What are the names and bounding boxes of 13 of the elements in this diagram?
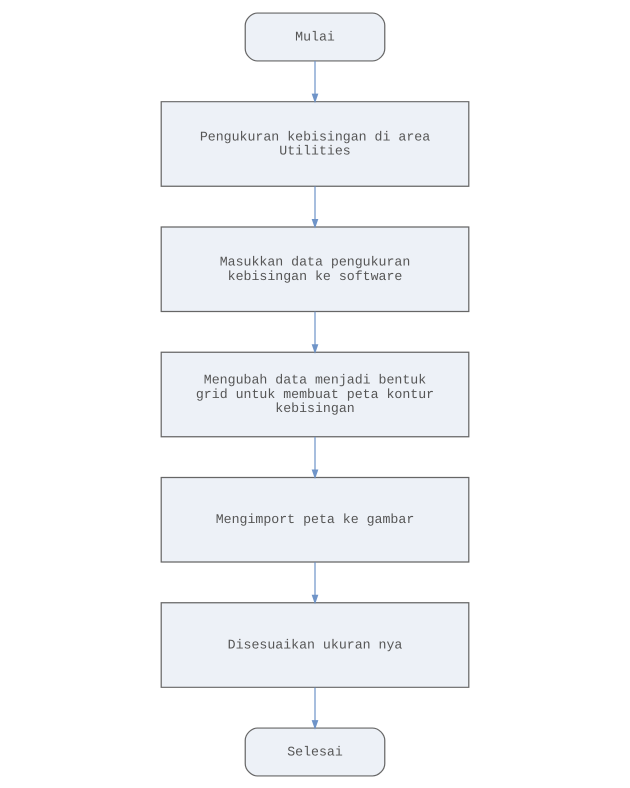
arrow — [312, 311, 318, 354]
node-box: Mengimport peta ke gambar — [160, 476, 470, 562]
node-box: Selesai — [244, 726, 386, 776]
node-box: Masukkan data pengukuran kebisingan ke software — [160, 226, 470, 312]
node-box: Mengubah data menjadi bentuk grid untuk membuat peta kontur kebisingan — [160, 351, 470, 437]
arrow — [312, 436, 318, 479]
arrow — [312, 562, 318, 604]
node-box: Disesuaikan ukuran nya — [160, 602, 470, 688]
arrow — [312, 687, 318, 730]
node-box: Mulai — [244, 12, 386, 62]
node-box: Pengukuran kebisingan di area Utilities — [160, 100, 470, 186]
arrow — [312, 186, 318, 228]
arrow — [312, 60, 318, 103]
